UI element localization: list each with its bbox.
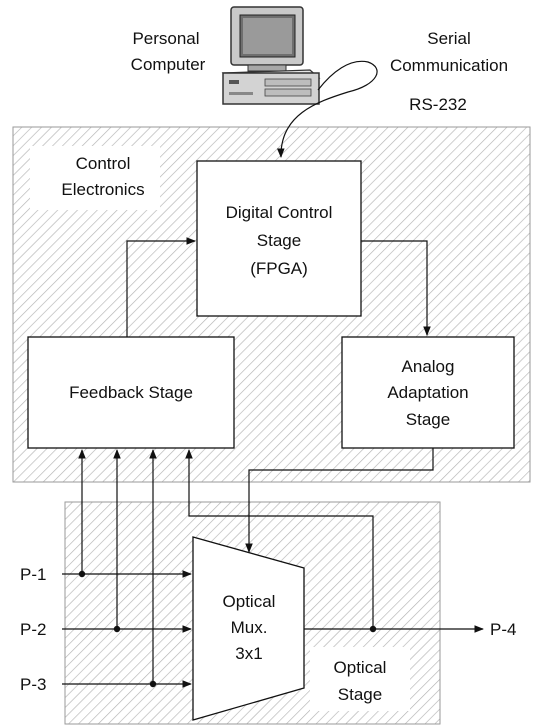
port-label-p1: P-1 xyxy=(20,565,46,584)
mux-line1: Optical xyxy=(223,592,276,611)
mux-line3: 3x1 xyxy=(235,644,262,663)
control-electronics-label-line2: Electronics xyxy=(61,180,144,199)
mux-line2: Mux. xyxy=(231,618,268,637)
feedback-stage-label: Feedback Stage xyxy=(69,383,193,402)
feedback-stage-box xyxy=(27,336,235,449)
analog-stage-line3: Stage xyxy=(406,410,450,429)
computer-label-line1: Personal xyxy=(132,29,199,48)
analog-adaptation-stage-box xyxy=(341,336,515,449)
optical-stage-label-bg xyxy=(310,647,410,711)
computer-icon xyxy=(221,6,321,105)
optical-mux-shape xyxy=(192,536,305,721)
junction-dot-p2 xyxy=(113,625,121,633)
analog-stage-line2: Adaptation xyxy=(387,383,468,402)
control-electronics-label-line1: Control xyxy=(76,154,131,173)
serial-protocol-label: RS-232 xyxy=(409,95,467,114)
optical-stage-label-line1: Optical xyxy=(334,658,387,677)
serial-cable xyxy=(276,60,378,158)
arrow-feedback-to-digital xyxy=(126,237,196,337)
digital-control-stage-box xyxy=(196,160,362,317)
serial-label-line2: Communication xyxy=(390,56,508,75)
junction-dot-p4 xyxy=(369,625,377,633)
port-label-p3: P-3 xyxy=(20,675,46,694)
junction-dot-p1 xyxy=(78,570,86,578)
serial-label-line1: Serial xyxy=(427,29,470,48)
port-label-p2: P-2 xyxy=(20,620,46,639)
computer-label-line2: Computer xyxy=(131,55,206,74)
optical-stage-label-line2: Stage xyxy=(338,685,382,704)
digital-stage-line1: Digital Control xyxy=(226,203,333,222)
arrow-analog-to-mux xyxy=(245,448,434,553)
junction-dot-p3 xyxy=(149,680,157,688)
arrow-digital-to-analog xyxy=(361,240,431,336)
tap-line-p4 xyxy=(185,449,374,629)
control-electronics-label-bg xyxy=(30,146,160,210)
analog-stage-line1: Analog xyxy=(402,357,455,376)
digital-stage-line2: Stage xyxy=(257,231,301,250)
port-label-p4: P-4 xyxy=(490,620,516,639)
digital-stage-line3: (FPGA) xyxy=(250,259,308,278)
